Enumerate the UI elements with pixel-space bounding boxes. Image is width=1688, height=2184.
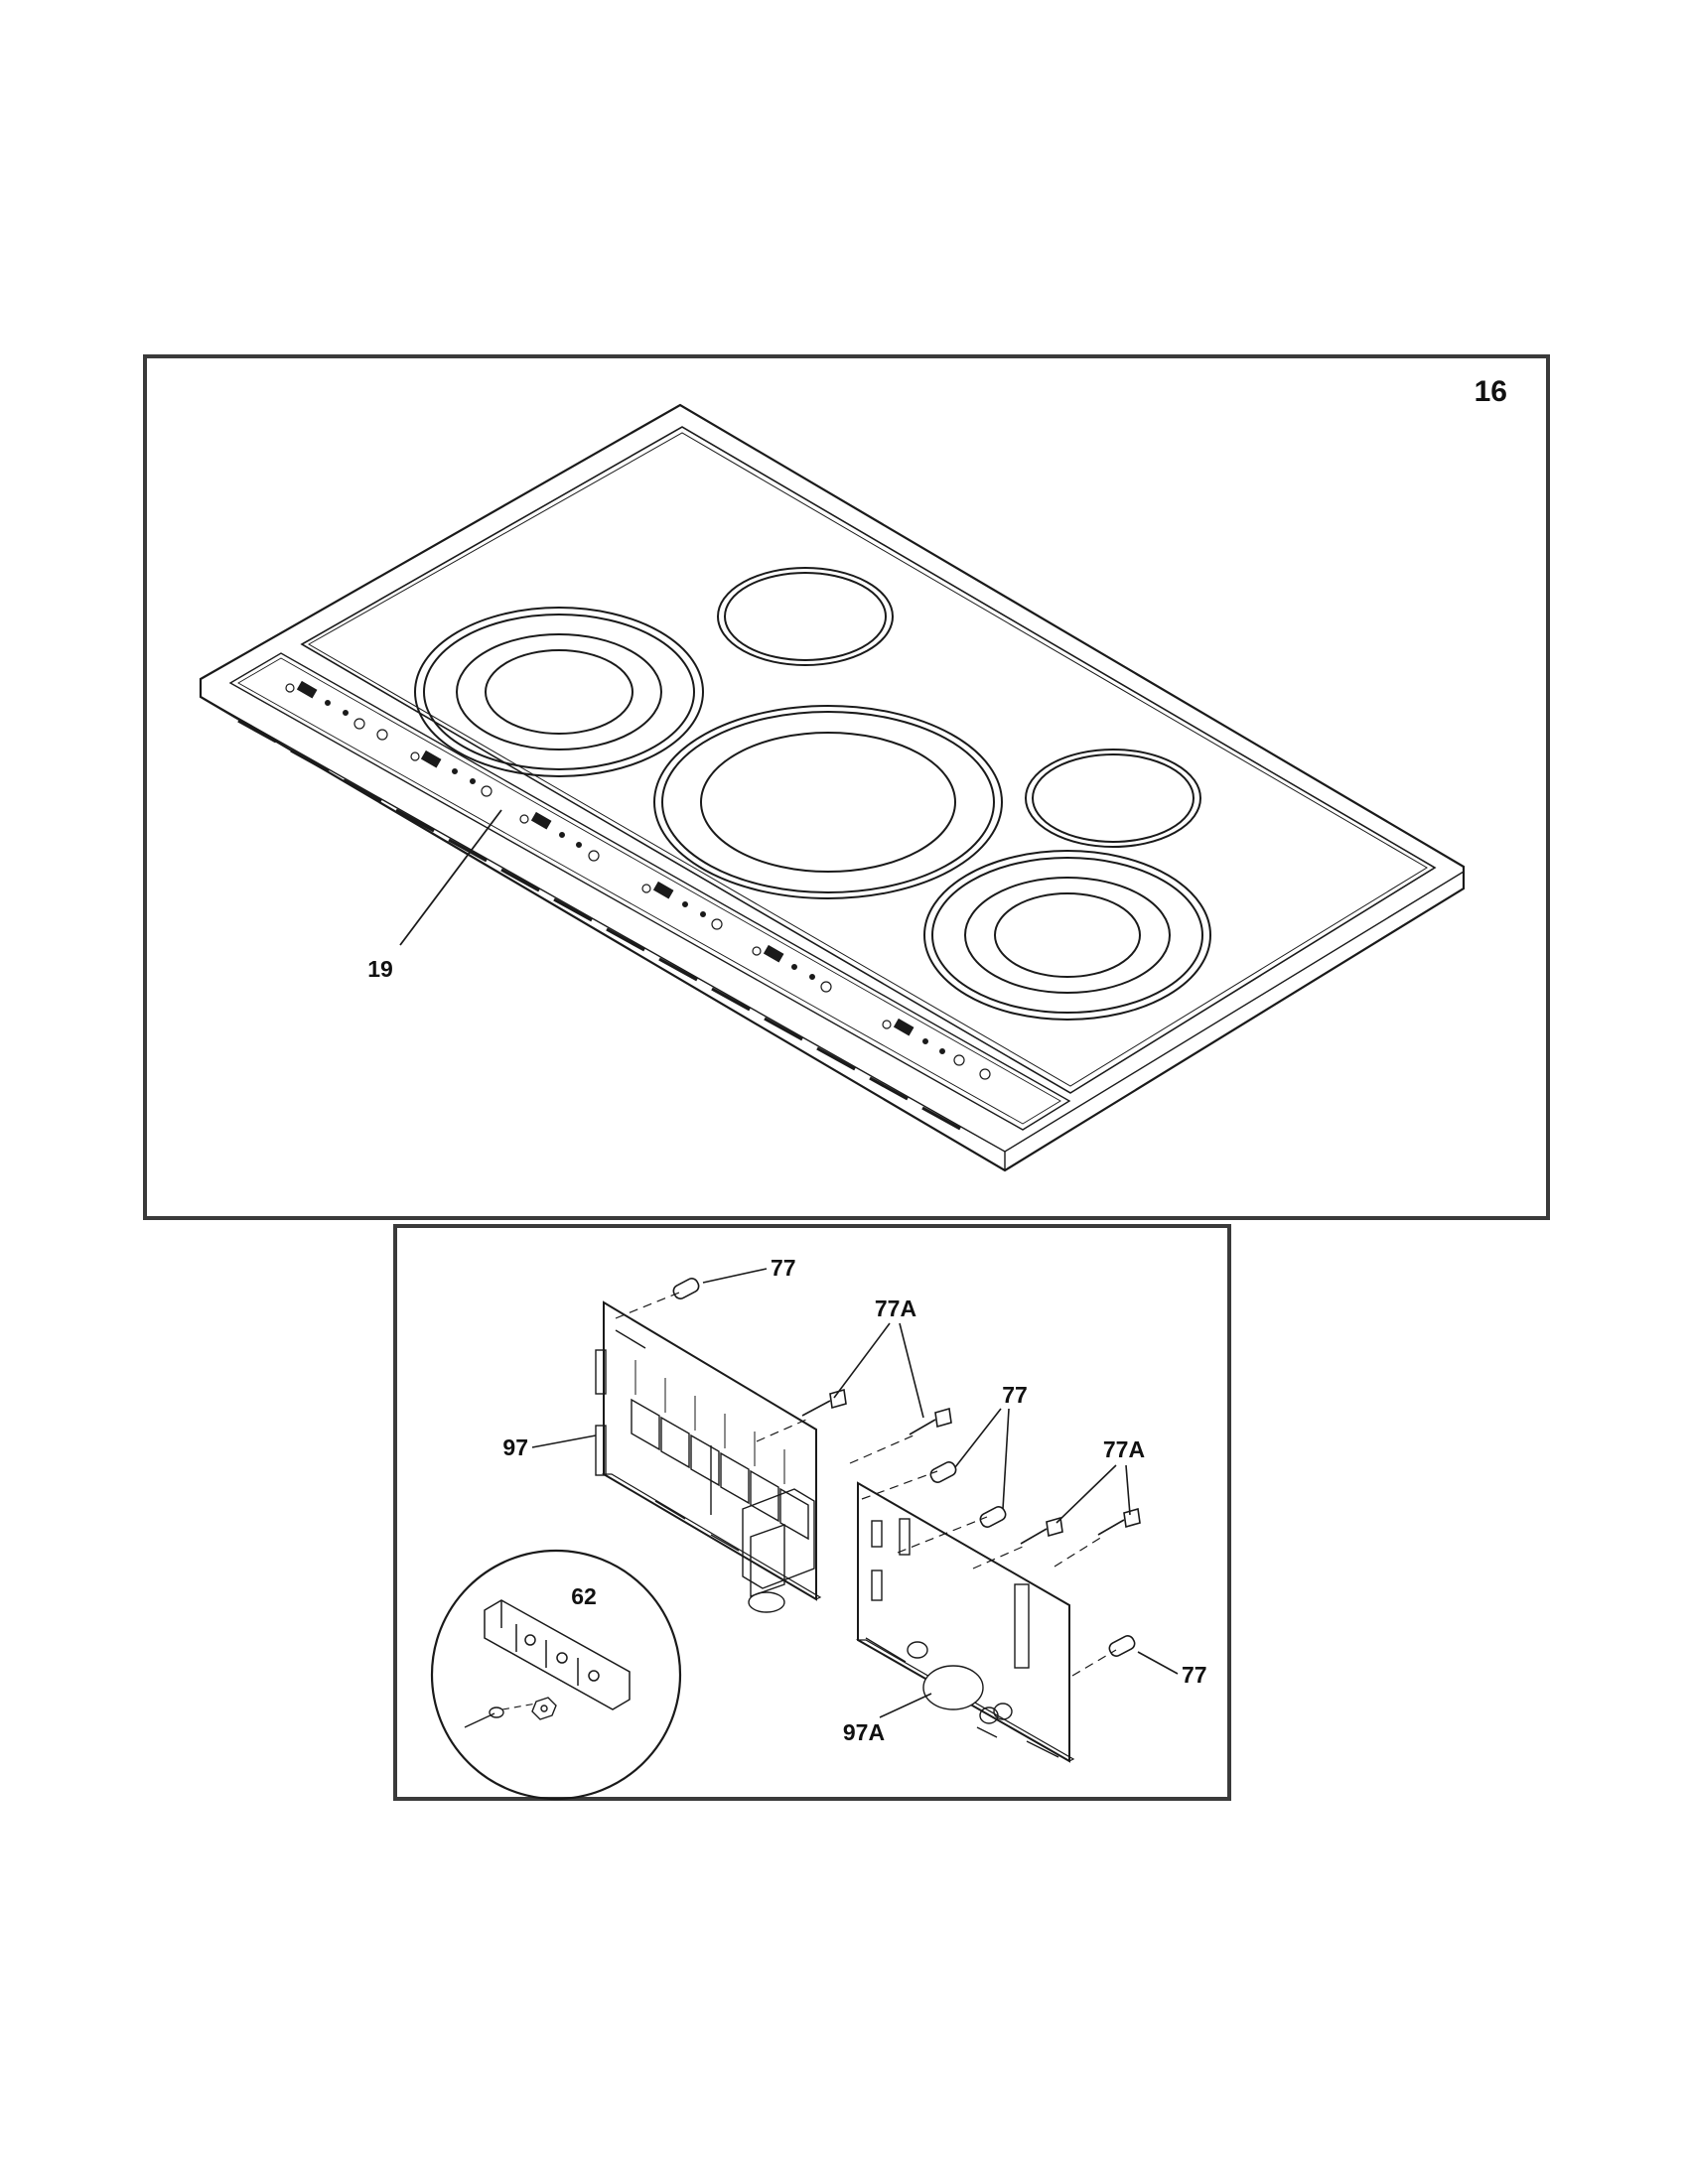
screw (464, 1706, 504, 1728)
cooking-zone-border (300, 426, 1437, 1094)
lower-panel-frame (393, 1224, 1231, 1801)
page-number: 16 (1475, 375, 1507, 408)
control-group-2 (410, 750, 492, 797)
callout-77A-upper: 77A (875, 1296, 916, 1321)
main-board (595, 1300, 822, 1613)
spacer-pair-a (929, 1461, 957, 1483)
terminal-block (484, 1599, 631, 1710)
front-vent-slots (237, 719, 961, 1131)
spacer-top (672, 1278, 700, 1299)
display-board (855, 1481, 1075, 1763)
inset-circle (430, 1549, 682, 1801)
snap-clip-1 (801, 1388, 847, 1417)
control-group-5 (752, 944, 832, 993)
callout-77-top: 77 (771, 1255, 796, 1281)
callouts: 77 77A 77 77A 77 97 97A 62 (502, 1255, 1206, 1745)
burner-center-large (653, 705, 1003, 899)
touch-controls (285, 680, 991, 1080)
lower-panel: 77 77A 77 77A 77 97 97A 62 (393, 1224, 1231, 1801)
display-components (865, 1518, 1059, 1758)
upper-panel: 16 (143, 354, 1550, 1220)
upper-panel-frame (143, 354, 1550, 1220)
snap-clip-3 (1020, 1516, 1063, 1545)
callout-77A-lower: 77A (1103, 1436, 1145, 1462)
relay-tops (634, 1360, 785, 1484)
burner-rear-center-small (717, 567, 894, 666)
snap-clip-2 (909, 1407, 952, 1435)
burner-right-front-triple (923, 850, 1211, 1021)
callout-77-middle: 77 (1002, 1382, 1028, 1408)
callout-97A: 97A (843, 1719, 885, 1745)
spacer-pair-b (979, 1506, 1007, 1528)
control-group-1 (285, 680, 388, 741)
control-group-4 (641, 881, 723, 930)
burner-right-rear-small (1025, 749, 1201, 848)
callout-97: 97 (502, 1434, 528, 1460)
relay-bank (631, 1398, 809, 1541)
nut (531, 1697, 557, 1720)
control-strip (228, 652, 1071, 1131)
control-group-6 (882, 1018, 991, 1080)
board-connectors (595, 1329, 740, 1552)
callout-19: 19 (367, 956, 393, 982)
spacer-right (1108, 1635, 1136, 1657)
callout-62: 62 (571, 1583, 597, 1609)
leader-line-19 (399, 809, 502, 946)
cooktop (199, 403, 1466, 1172)
transformer (742, 1488, 815, 1613)
snap-clip-4 (1097, 1507, 1141, 1536)
callout-77-right: 77 (1182, 1662, 1207, 1688)
control-group-3 (519, 811, 600, 862)
burner-left-rear-triple (414, 607, 704, 777)
terminal-block-inset (430, 1549, 682, 1801)
assembly-lines (615, 1292, 1117, 1677)
